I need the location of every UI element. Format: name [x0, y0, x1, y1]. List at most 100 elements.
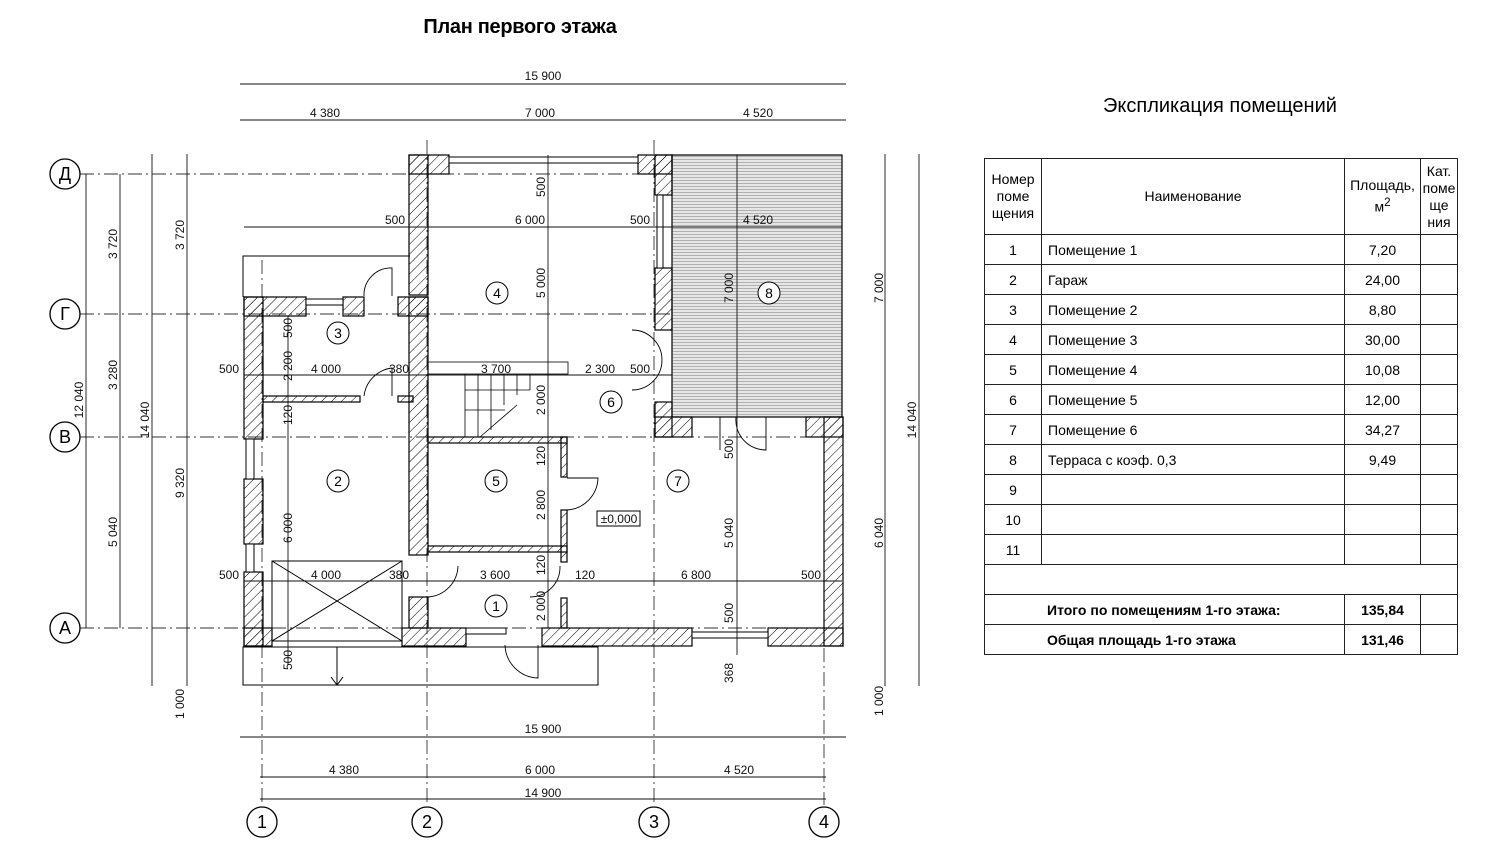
- cell-num: 8: [984, 444, 1042, 475]
- axis-label-4: 4: [819, 812, 829, 832]
- table-row: 11: [984, 534, 1458, 565]
- cell-name: [1041, 504, 1345, 535]
- dim-label: 500: [630, 362, 650, 376]
- room-number-1: 1: [492, 598, 500, 614]
- axis-label-1: 1: [257, 812, 267, 832]
- cell-name: Помещение 3: [1041, 324, 1345, 355]
- dim-label: 500: [385, 213, 405, 227]
- dim-label: 500: [534, 177, 548, 197]
- spacer-cell: [984, 564, 1458, 595]
- total-rooms-row: Итого по помещениям 1-го этажа:135,84: [984, 594, 1458, 625]
- dim-top-seg-3: 4 520: [743, 106, 773, 120]
- dim-right-c2-total: 14 040: [905, 401, 919, 438]
- cell-num: 7: [984, 414, 1042, 445]
- dim-label: 3 600: [480, 568, 510, 582]
- garage-door: [271, 560, 403, 642]
- dim-label: 120: [575, 568, 595, 582]
- door-swings: [363, 267, 767, 679]
- elevation-box: [596, 510, 641, 527]
- cell-name: [1041, 474, 1345, 505]
- dim-label: 500: [219, 362, 239, 376]
- dim-label: 2 000: [534, 385, 548, 415]
- cell-cat: [1420, 534, 1458, 565]
- dim-left-c1-3: 5 040: [106, 517, 120, 547]
- total-value: 135,84: [1344, 594, 1421, 625]
- cell-num: 10: [984, 504, 1042, 535]
- cell-area: 30,00: [1344, 324, 1421, 355]
- walls: [243, 154, 844, 647]
- windows: [245, 156, 769, 639]
- dim-left-c3-3: 1 000: [173, 689, 187, 719]
- dim-label: 500: [219, 568, 239, 582]
- porch-outline: [242, 255, 410, 297]
- cell-num: 6: [984, 384, 1042, 415]
- cell-name: Помещение 5: [1041, 384, 1345, 415]
- dim-label: 4 000: [311, 568, 341, 582]
- cell-name: Гараж: [1041, 264, 1345, 295]
- dim-label: 368: [722, 663, 736, 683]
- porch-bottom: [242, 646, 599, 686]
- dim-label: 380: [389, 568, 409, 582]
- dim-label: 500: [281, 650, 295, 670]
- room-number-6: 6: [607, 394, 615, 410]
- dim-label: 6 800: [681, 568, 711, 582]
- cell-num: 4: [984, 324, 1042, 355]
- dim-bottom-seg-2: 6 000: [525, 763, 555, 777]
- header-name: Наименование: [1041, 158, 1345, 235]
- cell-num: 1: [984, 234, 1042, 265]
- cell-num: 9: [984, 474, 1042, 505]
- axis-label-A: А: [59, 618, 71, 638]
- cell-cat: [1420, 294, 1458, 325]
- total-cat: [1420, 624, 1458, 655]
- cell-area: 8,80: [1344, 294, 1421, 325]
- table-spacer-row: [984, 564, 1458, 595]
- dim-right-c1-3: 1 000: [872, 686, 886, 716]
- dim-top-seg-1: 4 380: [310, 106, 340, 120]
- room-number-2: 2: [334, 473, 342, 489]
- axis-label-V: В: [59, 427, 71, 447]
- dim-label: 2 300: [585, 362, 615, 376]
- cell-num: 3: [984, 294, 1042, 325]
- dim-label: 120: [281, 405, 295, 425]
- cell-cat: [1420, 414, 1458, 445]
- dim-label: 500: [722, 439, 736, 459]
- cell-cat: [1420, 474, 1458, 505]
- elevation-mark: ±0,000: [601, 512, 638, 526]
- cell-name: Помещение 1: [1041, 234, 1345, 265]
- dim-label: 7 000: [722, 273, 736, 303]
- dim-right-c1-2: 6 040: [872, 518, 886, 548]
- axis-label-2: 2: [422, 812, 432, 832]
- floor-plan-drawing: ±0,000 1 2 3 4 5 6 7 8: [49, 69, 920, 838]
- dim-left-c3-1: 3 720: [173, 220, 187, 250]
- cell-area: 9,49: [1344, 444, 1421, 475]
- cell-area: [1344, 474, 1421, 505]
- dim-left-c2-total: 14 040: [138, 401, 152, 438]
- cell-cat: [1420, 354, 1458, 385]
- cell-name: [1041, 534, 1345, 565]
- dim-left-c1-2: 3 280: [106, 360, 120, 390]
- dim-label: 380: [389, 362, 409, 376]
- cell-cat: [1420, 264, 1458, 295]
- dim-label: 2 800: [534, 490, 548, 520]
- plan-title: План первого этажа: [423, 16, 617, 38]
- dim-label: 3 700: [481, 362, 511, 376]
- axis-label-G: Г: [60, 304, 70, 324]
- cell-num: 2: [984, 264, 1042, 295]
- table-row: 9: [984, 474, 1458, 505]
- dim-left-c1-1: 3 720: [106, 229, 120, 259]
- total-value: 131,46: [1344, 624, 1421, 655]
- total-cat: [1420, 594, 1458, 625]
- cell-name: Помещение 2: [1041, 294, 1345, 325]
- total-label: Итого по помещениям 1-го этажа:: [984, 594, 1345, 625]
- dim-label: 2 000: [534, 591, 548, 621]
- cell-area: 7,20: [1344, 234, 1421, 265]
- room-number-3: 3: [334, 325, 342, 341]
- cell-area: [1344, 504, 1421, 535]
- staircase: [427, 361, 569, 438]
